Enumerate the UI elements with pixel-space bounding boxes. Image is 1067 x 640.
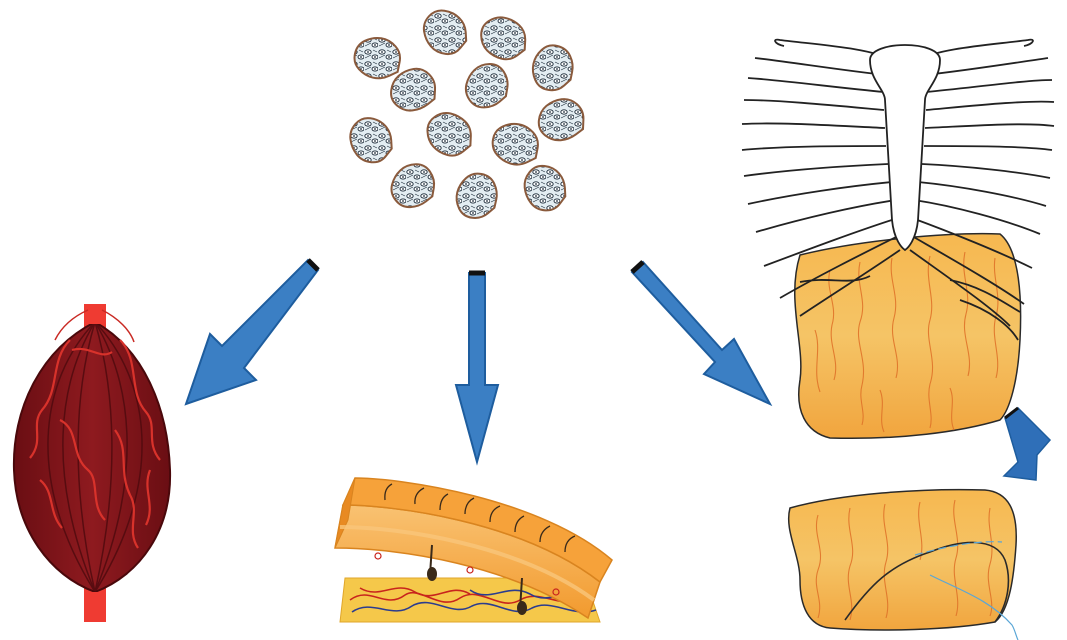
cell-spheroid	[391, 69, 435, 111]
skeletal-muscle	[14, 304, 170, 622]
cell-spheroid	[493, 124, 538, 165]
cell-spheroid	[481, 17, 525, 59]
skin-graft	[335, 478, 612, 622]
cell-spheroid	[539, 99, 584, 140]
sternum	[870, 45, 940, 250]
cell-spheroid	[533, 45, 573, 90]
cell-spheroid	[466, 64, 508, 107]
arrow-to-liver	[632, 262, 770, 404]
cell-spheroid	[427, 113, 470, 156]
resected-liver-tissue	[789, 490, 1018, 640]
cell-spheroid	[457, 174, 497, 218]
cell-spheroid	[525, 166, 566, 211]
cell-spheroid	[355, 38, 401, 78]
cell-spheroid	[350, 118, 391, 162]
curved-arrow-to-resected-liver	[1004, 408, 1050, 480]
liver-lobe	[795, 234, 1021, 439]
cell-spheroid	[424, 10, 466, 54]
cell-spheroid	[391, 164, 434, 207]
arrow-to-skin	[456, 273, 498, 462]
cell-spheroid-cluster	[350, 10, 583, 217]
arrow-to-muscle	[186, 260, 318, 404]
liver-lobe-under-ribcage	[742, 40, 1054, 439]
